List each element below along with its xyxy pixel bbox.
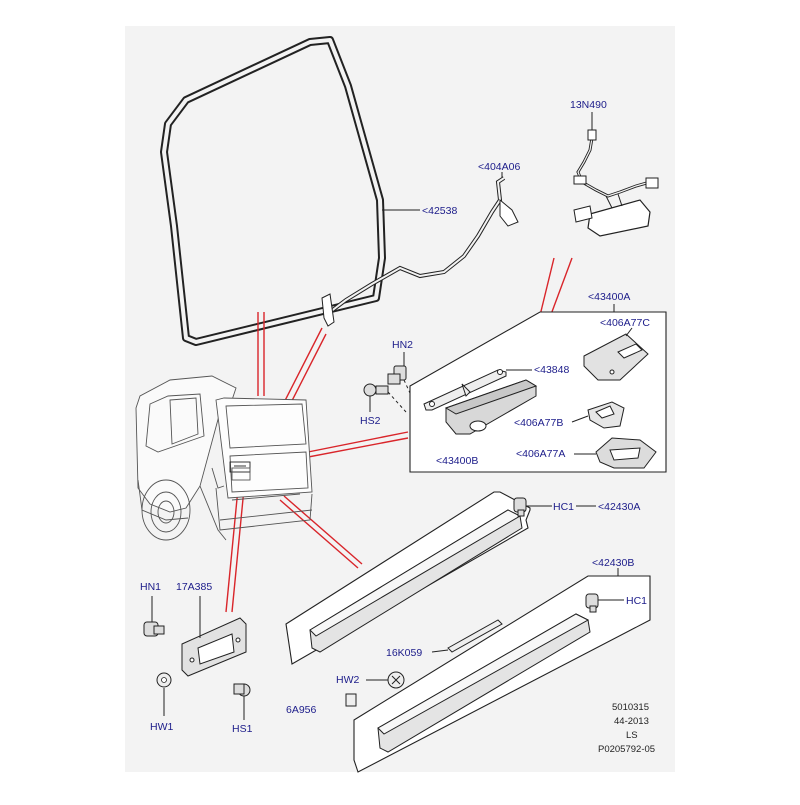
label-hs2: HS2 [360, 415, 381, 427]
label-bezel-a: <406A77A [516, 448, 565, 460]
wiring-harness [321, 176, 519, 327]
label-bezel-b: <406A77B [514, 417, 563, 429]
label-hs1: HS1 [232, 723, 253, 735]
label-cover: <406A77C [600, 317, 650, 329]
label-hc1-b: HC1 [626, 595, 647, 607]
hn1-nut [143, 621, 165, 637]
hw2-washer [387, 671, 405, 689]
hs1-screw [233, 683, 251, 697]
strip-leader [431, 649, 449, 653]
bezel-b-leader [571, 415, 589, 423]
hc1-clip-b [585, 593, 599, 613]
label-seal: <42538 [422, 205, 457, 217]
label-camera: 13N490 [570, 99, 607, 111]
tailgate-seal [160, 36, 386, 346]
label-pad: 6A956 [286, 704, 317, 716]
label-handle: <43400B [436, 455, 478, 467]
bezel-a [595, 437, 657, 469]
tailgate-handle [444, 379, 538, 435]
footer-line-1: 5010315 [612, 702, 649, 713]
licence-plate-lamp [181, 617, 247, 677]
camera-cover [583, 333, 649, 381]
handle-bracket [423, 369, 507, 411]
label-kit-a: <43400A [588, 291, 630, 303]
label-mould-a: <42430A [598, 501, 640, 513]
label-hc1-a: HC1 [553, 501, 574, 513]
camera-assembly [573, 129, 659, 237]
label-hw1: HW1 [150, 721, 173, 733]
pad-6a956 [345, 693, 357, 707]
vehicle-rear [135, 375, 313, 541]
label-plate: 17A385 [176, 581, 212, 593]
adhesive-strip [447, 619, 503, 653]
footer-line-3: LS [626, 730, 638, 741]
hc1-clip-a [513, 497, 527, 517]
label-mould-b: <42430B [592, 557, 634, 569]
bezel-b [587, 401, 625, 429]
footer-line-4: P0205792-05 [598, 744, 655, 755]
label-bracket: <43848 [534, 364, 569, 376]
footer-line-2: 44-2013 [614, 716, 649, 727]
label-hn2: HN2 [392, 339, 413, 351]
label-hn1: HN1 [140, 581, 161, 593]
cover-leader [625, 327, 633, 337]
label-hw2: HW2 [336, 674, 359, 686]
label-harness-top: <404A06 [478, 161, 520, 173]
moulding-b [377, 613, 591, 753]
label-strip: 16K059 [386, 647, 422, 659]
moulding-a [309, 509, 523, 653]
hw1-washer-hole [161, 677, 167, 683]
